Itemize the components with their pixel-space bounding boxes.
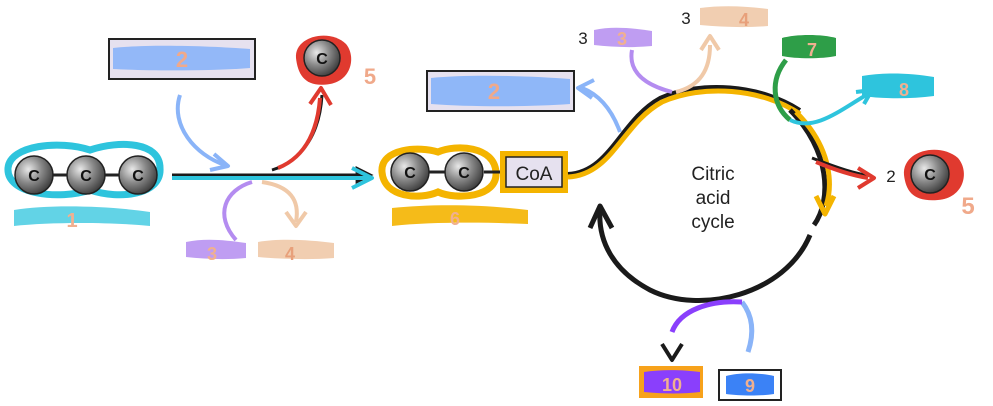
label-9: 9	[745, 376, 755, 396]
arrow-2-in-head	[209, 152, 230, 172]
label-2-left: 2	[176, 47, 188, 72]
label-3-right-group: 3	[594, 27, 652, 49]
coa-label: CoA	[516, 164, 553, 185]
main-arrow-cyan-head	[351, 166, 374, 190]
co2-atom-top: C 5	[295, 35, 376, 89]
label-10: 10	[662, 375, 682, 395]
label-4-right-group: 4	[700, 6, 768, 30]
coa-box: CoA	[500, 151, 568, 193]
carbon-atom-4: C	[390, 152, 430, 192]
label-3-right: 3	[617, 29, 627, 49]
acetyl-coa-molecule: C C CoA 6	[378, 144, 568, 229]
box-2-left: 2	[108, 38, 256, 80]
cycle-label-line3: cycle	[691, 212, 734, 233]
cycle-label-line1: Citric	[691, 164, 734, 185]
label-1-highlight	[14, 206, 150, 226]
carbon-atom-label: C	[316, 51, 328, 68]
arrow-7-in	[772, 58, 792, 122]
arrow-8-out	[789, 92, 869, 126]
carbon-atom-label: C	[132, 168, 144, 185]
carbon-atom-label: C	[80, 168, 92, 185]
box-2-right: 2	[426, 70, 575, 112]
label-7-group: 7	[782, 35, 836, 60]
arrow-9-in	[739, 300, 755, 353]
co2-arrow-red	[277, 97, 322, 170]
cycle-arc-bottom-head	[587, 203, 615, 230]
label-10-group: 10	[639, 366, 703, 398]
co2-out-arrow-red	[815, 160, 869, 180]
arrow-10-out-head	[660, 342, 684, 362]
label-9-group: 9	[718, 369, 782, 401]
label-5-top: 5	[364, 64, 376, 89]
carbon-atom-label: C	[924, 167, 936, 184]
citric-acid-cycle: Citric acid cycle	[587, 108, 837, 303]
label-3-left-group: 3	[186, 239, 246, 264]
arrow-10-out	[669, 299, 743, 334]
label-4-left: 4	[285, 244, 295, 264]
carbon-atom-2: C	[66, 155, 106, 195]
label-4-right: 4	[739, 10, 749, 30]
arrow-2-out	[581, 86, 622, 133]
co2-atom-right: C 5	[903, 149, 975, 220]
co2-out-arrow-head	[856, 166, 876, 190]
label-6: 6	[450, 209, 460, 229]
label-2-right: 2	[488, 79, 500, 104]
pyruvate-molecule: C C C 1	[4, 141, 164, 232]
label-3-left: 3	[207, 244, 217, 264]
label-8: 8	[899, 80, 909, 100]
arrow-4-right-out-head	[699, 34, 721, 52]
cycle-arc-bottom	[597, 209, 813, 303]
arrow-2-out-head	[576, 78, 595, 100]
carbon-atom-label: C	[28, 168, 40, 185]
coef-2-co2: 2	[886, 167, 895, 186]
label-8-group: 8	[862, 73, 934, 100]
arrow-3-right-in	[629, 49, 673, 94]
carbon-atom-label: C	[458, 165, 470, 182]
cycle-label-line2: acid	[696, 188, 731, 209]
arrow-4-right-out	[675, 44, 712, 94]
label-5-right: 5	[961, 193, 974, 220]
cycle-arc-right-head	[813, 194, 837, 217]
arrow-4-out-head	[284, 210, 308, 228]
coef-3-right: 3	[681, 9, 690, 28]
label-4-left-group: 4	[258, 239, 334, 264]
label-1: 1	[66, 210, 77, 232]
arrow-2-in	[175, 94, 226, 167]
carbon-atom-label: C	[404, 165, 416, 182]
label-6-highlight	[392, 205, 528, 226]
entry-path-yellow	[567, 88, 802, 180]
carbon-atom-5: C	[444, 152, 484, 192]
arrow-3-in	[222, 180, 253, 242]
carbon-atom-3: C	[118, 155, 158, 195]
entry-path-black	[567, 84, 802, 176]
arrow-4-out	[261, 180, 299, 223]
carbon-atom-1: C	[14, 155, 54, 195]
co2-arrow-red-head	[308, 86, 333, 107]
coef-3-left: 3	[578, 29, 587, 48]
label-7: 7	[807, 40, 817, 60]
